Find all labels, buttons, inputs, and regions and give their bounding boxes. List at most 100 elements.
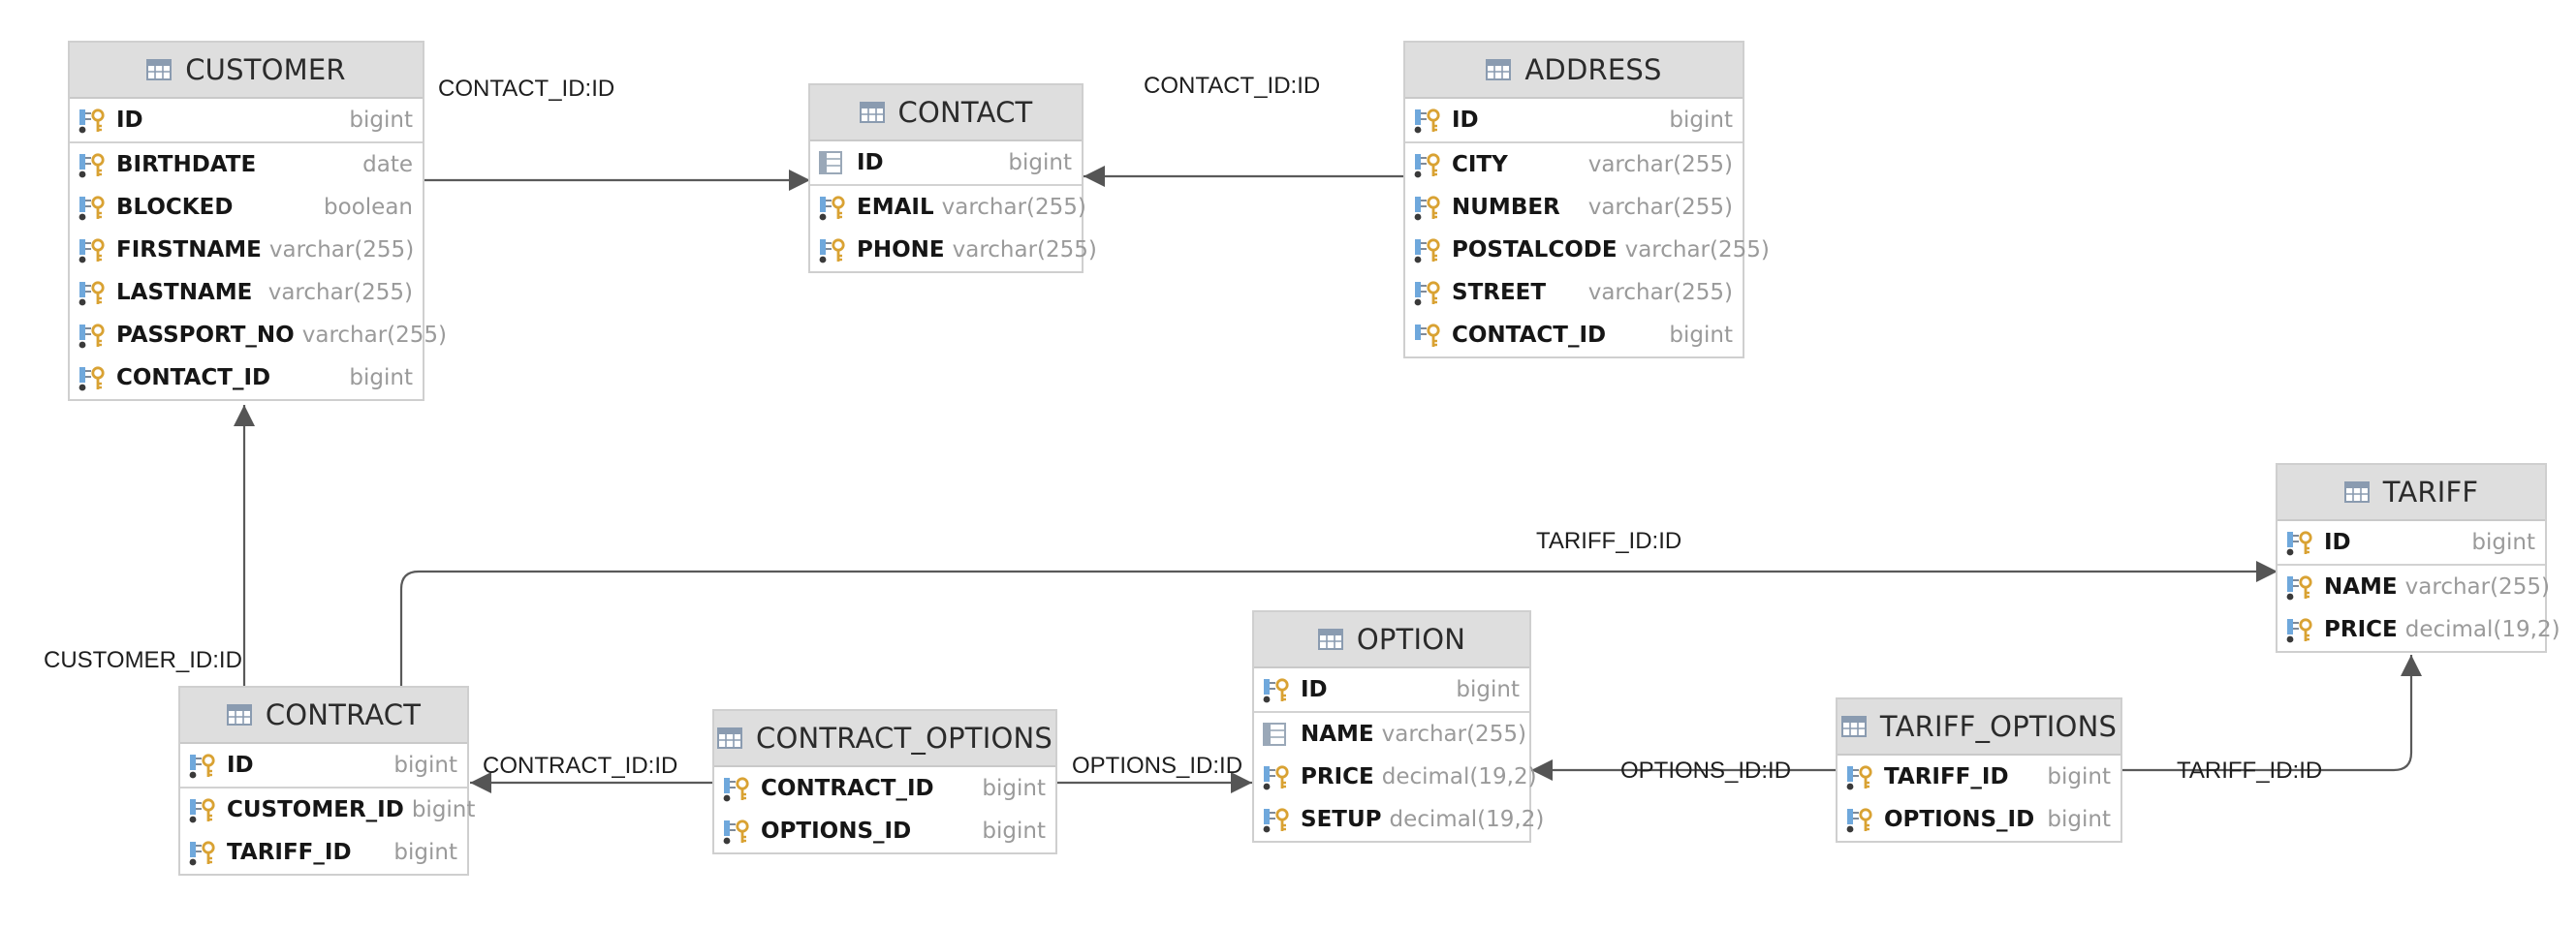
column-type: bigint xyxy=(393,753,457,778)
edge-label-tariffoptions-tariff: TARIFF_ID:ID xyxy=(2177,758,2323,784)
column-name: ID xyxy=(1301,677,1328,702)
table-header[interactable]: CUSTOMER xyxy=(70,43,423,99)
edge-label-contract-customer: CUSTOMER_ID:ID xyxy=(44,647,242,673)
column-key-icon xyxy=(818,236,849,263)
table-icon xyxy=(2343,481,2370,503)
table-header[interactable]: TARIFF_OPTIONS xyxy=(1838,699,2120,756)
edge-label-tariffoptions-option: OPTIONS_ID:ID xyxy=(1620,758,1792,784)
column-key-icon xyxy=(78,194,109,221)
column-name: ID xyxy=(1452,108,1479,133)
column-type: varchar(255) xyxy=(941,195,1086,220)
table-header[interactable]: CONTACT xyxy=(810,85,1082,141)
column-name: NUMBER xyxy=(1452,195,1560,220)
edge-label-contractoptions-contract: CONTRACT_ID:ID xyxy=(483,753,678,779)
foreign-key-icon xyxy=(1413,322,1444,349)
table-header[interactable]: OPTION xyxy=(1254,612,1529,668)
column-name: PASSPORT_NO xyxy=(116,323,295,348)
table-header[interactable]: TARIFF xyxy=(2278,465,2545,521)
primary-key-icon xyxy=(78,107,109,134)
table-icon xyxy=(146,59,173,80)
column-key-icon xyxy=(1262,806,1293,833)
column-key-icon xyxy=(78,236,109,263)
column-name: NAME xyxy=(1301,722,1374,747)
column-type: date xyxy=(362,152,413,177)
column-type: bigint xyxy=(1008,150,1072,175)
table-title: OPTION xyxy=(1356,623,1466,656)
column-row[interactable]: ID bigint xyxy=(70,99,423,143)
column-type: decimal(19,2) xyxy=(1389,807,1545,832)
table-header[interactable]: CONTRACT_OPTIONS xyxy=(714,711,1055,767)
table-title: ADDRESS xyxy=(1524,53,1662,86)
column-type: bigint xyxy=(1456,677,1520,702)
column-icon xyxy=(1262,721,1293,748)
column-row[interactable]: NUMBER varchar(255) xyxy=(1405,186,1743,229)
column-row[interactable]: ID bigint xyxy=(810,141,1082,186)
column-name: TARIFF_ID xyxy=(1884,764,2009,789)
column-icon xyxy=(818,149,849,176)
table-title: TARIFF xyxy=(2382,476,2479,509)
column-type: varchar(255) xyxy=(1587,195,1733,220)
column-row[interactable]: ID bigint xyxy=(1405,99,1743,143)
column-key-icon xyxy=(1413,236,1444,263)
column-type: bigint xyxy=(982,819,1046,844)
column-name: ID xyxy=(116,108,143,133)
column-key-icon xyxy=(1262,763,1293,790)
column-name: NAME xyxy=(2324,574,2398,600)
column-name: ID xyxy=(227,753,254,778)
table-header[interactable]: CONTRACT xyxy=(180,688,467,744)
column-row[interactable]: BLOCKED boolean xyxy=(70,186,423,229)
column-key-icon xyxy=(1413,279,1444,306)
column-type: varchar(255) xyxy=(268,237,415,263)
column-type: decimal(19,2) xyxy=(2404,617,2560,642)
column-name: ID xyxy=(857,150,884,175)
table-title: TARIFF_OPTIONS xyxy=(1879,710,2118,743)
table-title: CONTACT xyxy=(897,96,1033,129)
column-type: varchar(255) xyxy=(1587,152,1733,177)
column-type: varchar(255) xyxy=(301,323,448,348)
table-title: CONTRACT_OPTIONS xyxy=(756,722,1052,755)
column-row[interactable]: ID bigint xyxy=(180,744,467,789)
table-header[interactable]: ADDRESS xyxy=(1405,43,1743,99)
column-name: LASTNAME xyxy=(116,280,253,305)
column-name: BLOCKED xyxy=(116,195,234,220)
column-type: bigint xyxy=(2047,807,2111,832)
column-name: TARIFF_ID xyxy=(227,840,352,865)
column-type: bigint xyxy=(1669,108,1733,133)
table-title: CUSTOMER xyxy=(185,53,346,86)
column-type: bigint xyxy=(349,108,413,133)
column-row[interactable]: ID bigint xyxy=(1254,668,1529,713)
column-type: boolean xyxy=(324,195,413,220)
column-type: varchar(255) xyxy=(1587,280,1733,305)
